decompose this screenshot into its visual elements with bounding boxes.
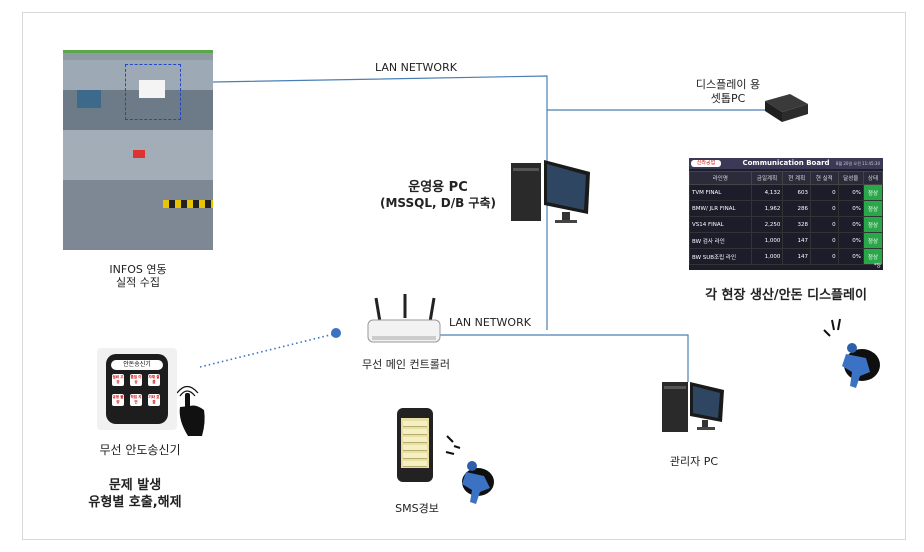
cell: 328 — [782, 216, 811, 233]
remote-button: 설비 고장 — [112, 374, 124, 386]
cell: BW 검사 라인 — [689, 232, 752, 249]
remote-button: 작업 지연 — [130, 394, 142, 406]
board-col-header: 금일계획 — [750, 171, 784, 185]
board-logo: 신라공업 — [691, 160, 721, 167]
cell: 0% — [837, 216, 864, 233]
infos-label-line2: 실적 수집 — [116, 276, 160, 289]
wireless-dot — [331, 328, 341, 338]
remote-button: 품질 이상 — [130, 374, 142, 386]
board-col-header: 달성율 — [837, 171, 864, 185]
table-row: BMW/ JLR FINAL 1,962 286 0 0% 정상 — [689, 200, 884, 217]
wireless-link — [199, 333, 335, 368]
board-date: 8월 20일 오전 11:45:30 — [835, 161, 880, 166]
board-more: *당 — [873, 263, 881, 269]
ops-pc-icon — [511, 160, 590, 223]
lan-line-top — [212, 75, 770, 111]
communication-board: 신라공업 Communication Board 8월 20일 오전 11:45… — [689, 158, 884, 270]
lan-network-top-label: LAN NETWORK — [375, 61, 457, 74]
status-badge: 정상 — [862, 184, 884, 201]
ops-pc-label-line1: 운영용 PC — [408, 180, 468, 195]
wireless-controller-label: 무선 메인 컨트롤러 — [362, 358, 450, 371]
wireless-remote: 안돈송신기 설비 고장 품질 이상 자재 결품 공정 불량 작업 지연 기타 호… — [97, 348, 177, 430]
cell: 4,132 — [750, 184, 784, 201]
infos-label-line1: INFOS 연동 — [109, 263, 167, 276]
admin-pc-label: 관리자 PC — [669, 455, 719, 468]
cell: 0 — [810, 184, 839, 201]
diagram-frame — [22, 12, 906, 540]
alert-person-icon-right — [823, 318, 880, 388]
phone-screen — [401, 418, 429, 468]
cell: TVM FINAL — [689, 184, 752, 201]
factory-photo — [63, 50, 213, 250]
status-badge: 정상 — [862, 200, 884, 217]
cell: 0 — [810, 232, 839, 249]
cell: 1,000 — [750, 248, 784, 265]
board-title: Communication Board — [742, 159, 830, 167]
admin-pc-icon — [662, 382, 724, 432]
remote-button: 공정 불량 — [112, 394, 124, 406]
table-row: TVM FINAL 4,132 603 0 0% 정상 — [689, 184, 884, 201]
cell: 0 — [810, 248, 839, 265]
cell: VS14 FINAL — [689, 216, 752, 233]
phone-icon — [397, 408, 433, 482]
sms-label: SMS경보 — [395, 502, 439, 515]
problem-label-line1: 문제 발생 — [108, 478, 162, 493]
table-row: BW SUB조립 라인 1,000 147 0 0% 정상 — [689, 248, 884, 265]
settop-label-line1: 디스플레이 용 — [695, 78, 761, 91]
cell: 0 — [810, 200, 839, 217]
cell: 603 — [782, 184, 811, 201]
board-table: 라인명 금일계획 현 계획 현 실적 달성율 상태 TVM FINAL 4,13… — [689, 171, 884, 265]
hand-pointer-icon — [176, 385, 205, 436]
cell: 286 — [782, 200, 811, 217]
problem-label-line2: 유형별 호출,해제 — [88, 495, 182, 510]
cell: 0 — [810, 216, 839, 233]
board-col-header: 라인명 — [689, 171, 752, 185]
cell: 1,000 — [750, 232, 784, 249]
board-header-row: 라인명 금일계획 현 계획 현 실적 달성율 상태 — [689, 171, 884, 185]
cell: 1,962 — [750, 200, 784, 217]
cell: 147 — [782, 232, 811, 249]
cell: 147 — [782, 248, 811, 265]
board-header: 신라공업 Communication Board 8월 20일 오전 11:45… — [689, 158, 883, 169]
ops-pc-label-line2: (MSSQL, D/B 구축) — [380, 196, 496, 210]
table-row: VS14 FINAL 2,250 328 0 0% 정상 — [689, 216, 884, 233]
table-row: BW 검사 라인 1,000 147 0 0% 정상 — [689, 232, 884, 249]
board-col-header: 현 계획 — [782, 171, 811, 185]
cell: 0% — [837, 232, 864, 249]
display-caption: 각 현장 생산/안돈 디스플레이 — [705, 288, 867, 303]
cell: 0% — [837, 184, 864, 201]
cell: 0% — [837, 248, 864, 265]
board-col-header: 현 실적 — [810, 171, 839, 185]
status-badge: 정상 — [862, 216, 884, 233]
lan-line-mid — [440, 334, 689, 382]
cell: 0% — [837, 200, 864, 217]
cell: BMW/ JLR FINAL — [689, 200, 752, 217]
wireless-sender-label: 무선 안도송신기 — [99, 443, 181, 457]
status-badge: 정상 — [862, 232, 884, 249]
lan-network-mid-label: LAN NETWORK — [449, 316, 531, 329]
settop-box-icon — [765, 94, 808, 122]
status-badge: 정상 — [862, 248, 884, 265]
router-icon — [367, 294, 441, 343]
board-col-header: 상태 — [862, 171, 884, 185]
remote-title: 안돈송신기 — [111, 360, 163, 370]
settop-label-line2: 셋톱PC — [710, 92, 746, 105]
cell: 2,250 — [750, 216, 784, 233]
cell: BW SUB조립 라인 — [689, 248, 752, 265]
remote-button: 자재 결품 — [148, 374, 160, 386]
remote-button: 기타 호출 — [148, 394, 160, 406]
alert-person-icon-bottom — [445, 435, 494, 504]
